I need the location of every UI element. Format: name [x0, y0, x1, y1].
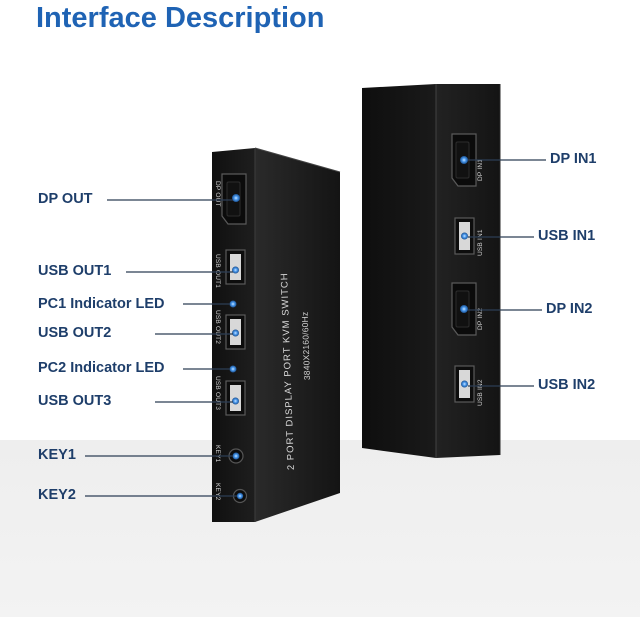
front-port-dp-out: DP OUT [214, 181, 221, 207]
label-pc2-led: PC2 Indicator LED [38, 360, 165, 376]
leader-lines [85, 159, 546, 497]
label-usb-out1: USB OUT1 [38, 263, 112, 279]
front-port-key2: KEY2 [214, 483, 221, 501]
usb-out2-led-icon [232, 329, 239, 337]
dp-in2-port [451, 282, 477, 336]
page-title: Interface Description [36, 2, 325, 34]
usb-in2-port [454, 365, 475, 403]
key2-led-icon [236, 492, 244, 500]
back-port-usb-in1: USB IN1 [477, 229, 484, 256]
usb-in2-led-icon [461, 380, 468, 388]
usb-out3-led-icon [232, 397, 239, 405]
usb-in1-port [454, 217, 475, 255]
back-port-dp-in2: DP IN2 [477, 308, 484, 330]
pc1-led-icon [229, 300, 237, 308]
dp-in1-port [451, 133, 477, 187]
front-top-line2: 3840X2160/60Hz [300, 311, 312, 380]
front-port-usb-out1: USB OUT1 [214, 254, 221, 288]
label-usb-out3: USB OUT3 [38, 393, 112, 409]
dp-out-led-icon [232, 194, 240, 202]
back-device: DP IN1 USB IN1 DP IN2 USB IN2 [362, 84, 501, 458]
usb-out3-port [225, 380, 246, 416]
usb-in1-led-icon [461, 232, 468, 240]
key1-led-icon [232, 452, 240, 460]
label-key2: KEY2 [38, 487, 76, 503]
label-dp-in2: DP IN2 [546, 301, 593, 317]
pc2-led-icon [229, 365, 237, 373]
label-usb-out2: USB OUT2 [38, 325, 112, 341]
usb-out1-port [225, 249, 246, 285]
label-key1: KEY1 [38, 447, 76, 463]
front-port-usb-out3: USB OUT3 [214, 376, 221, 410]
label-dp-out: DP OUT [38, 191, 93, 207]
front-device-top [255, 148, 340, 522]
back-port-usb-in2: USB IN2 [477, 379, 484, 406]
label-dp-in1: DP IN1 [550, 151, 597, 167]
front-port-usb-out2: USB OUT2 [214, 310, 221, 344]
front-device: 2 PORT DISPLAY PORT KVM SWITCH 3840X2160… [212, 147, 341, 522]
label-usb-in2: USB IN2 [538, 377, 596, 393]
dp-out-port [221, 173, 247, 225]
dp-in2-led-icon [460, 305, 468, 313]
usb-out1-led-icon [232, 266, 239, 274]
usb-out2-port [225, 314, 246, 350]
back-port-dp-in1: DP IN1 [477, 159, 484, 181]
back-device-side [362, 84, 436, 458]
label-pc1-led: PC1 Indicator LED [38, 296, 165, 312]
label-usb-in1: USB IN1 [538, 228, 596, 244]
front-port-key1: KEY1 [214, 445, 221, 463]
dp-in1-led-icon [460, 156, 468, 164]
